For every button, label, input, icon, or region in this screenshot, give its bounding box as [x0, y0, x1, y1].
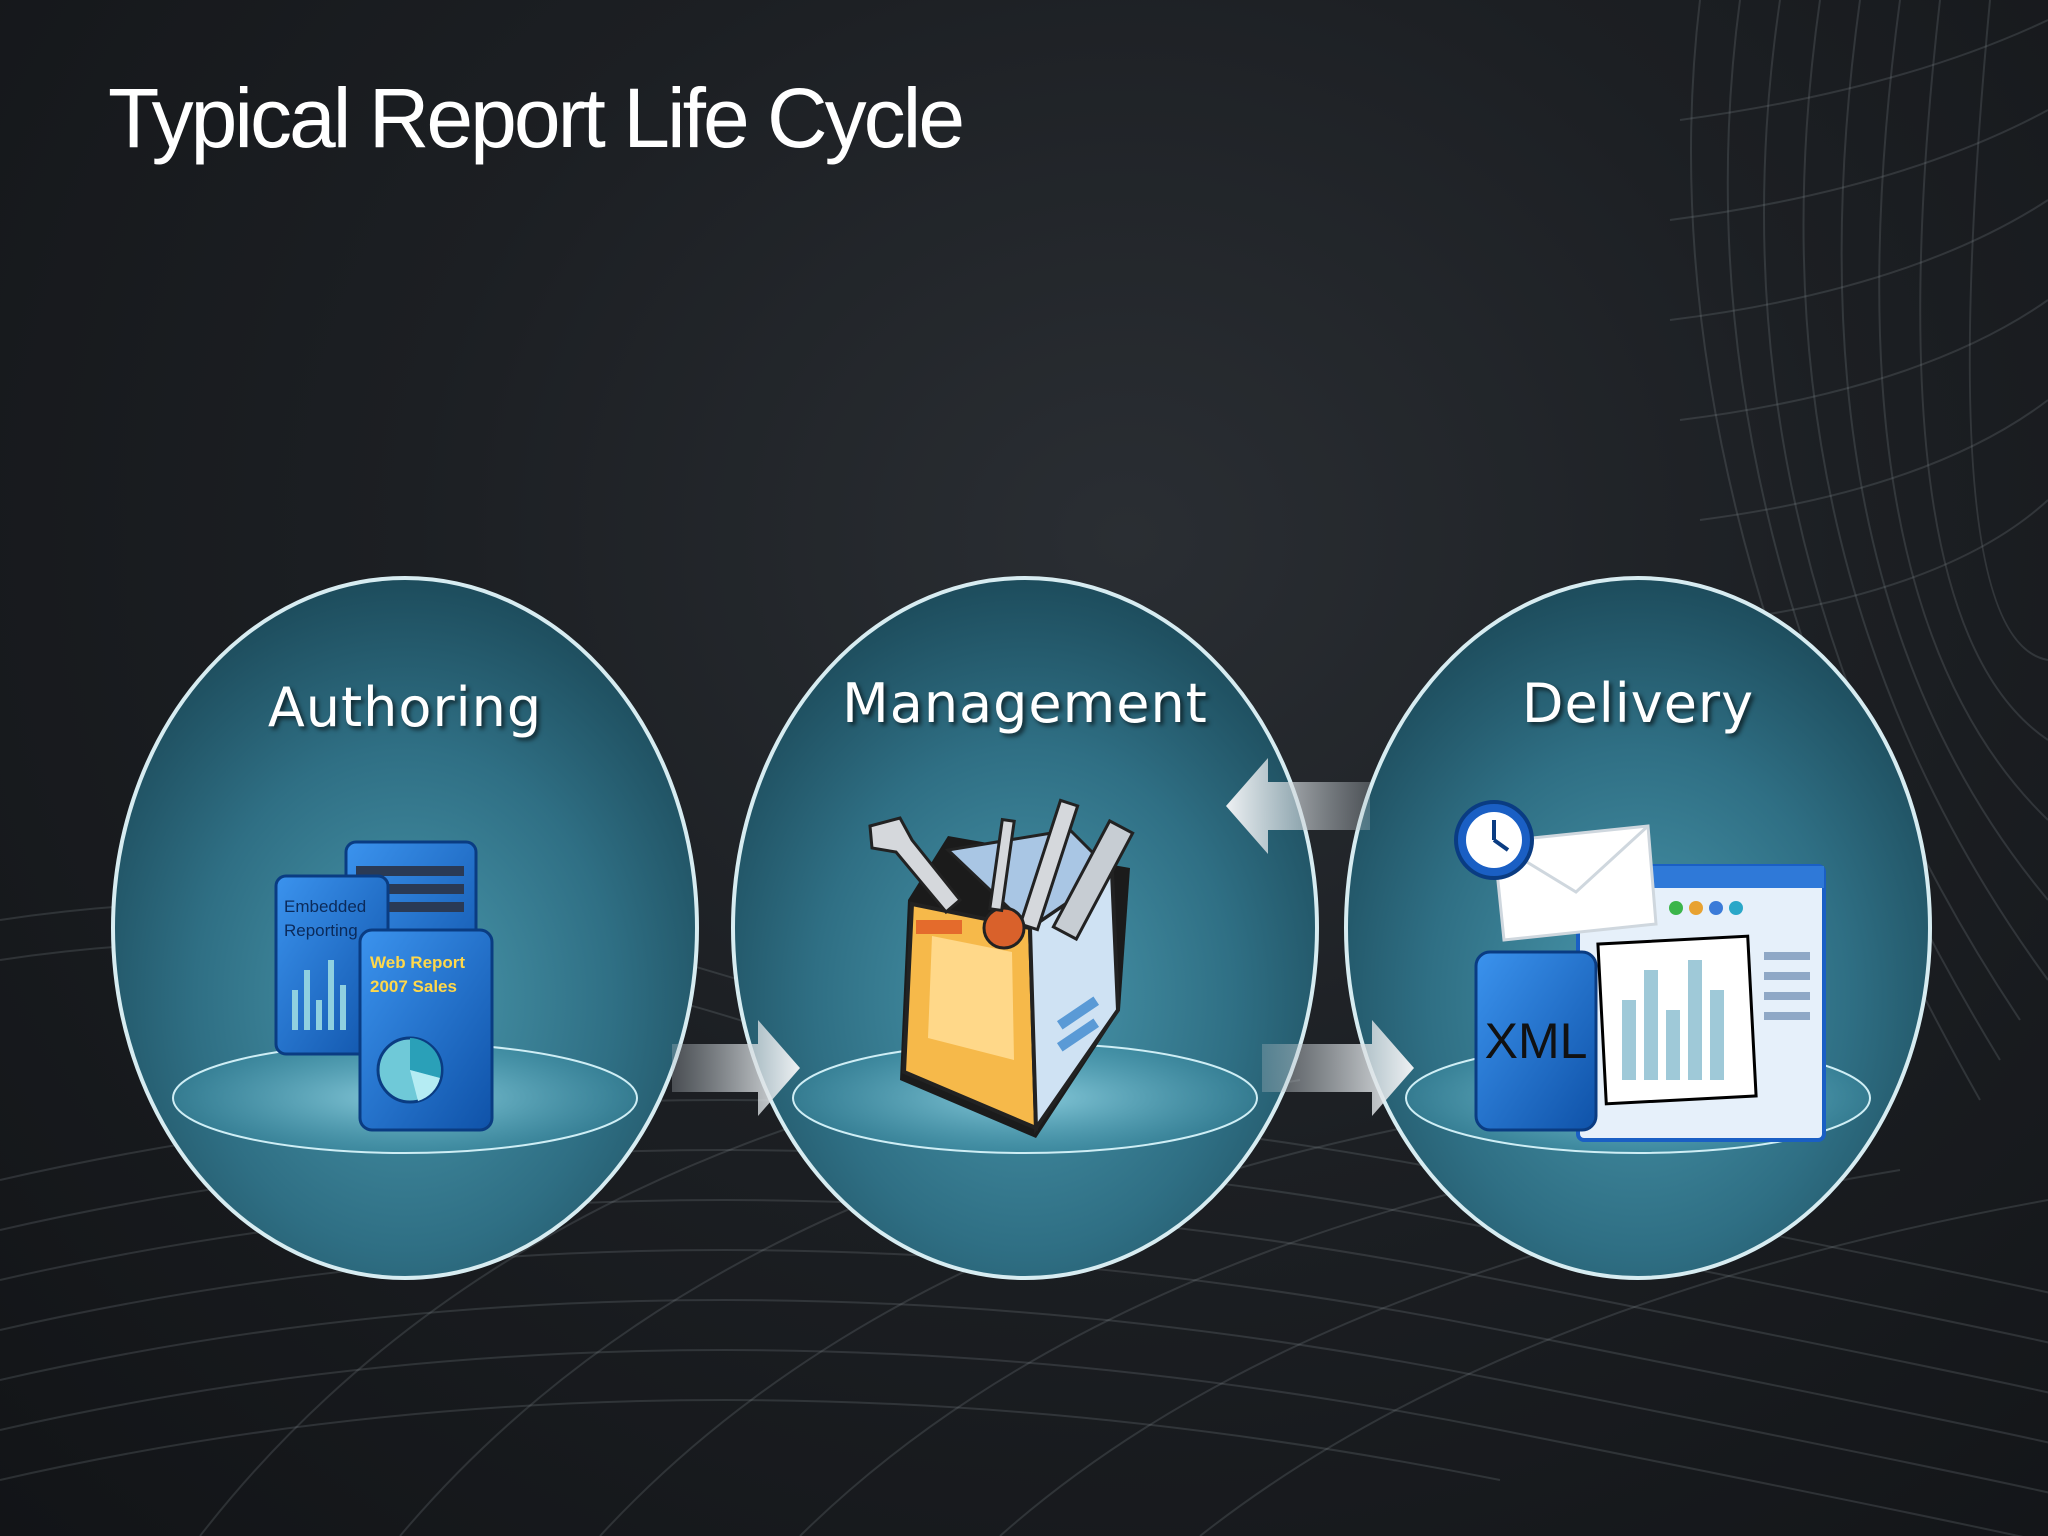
arrow-management-to-delivery: [1262, 1020, 1414, 1116]
stage-label-management: Management: [842, 672, 1208, 735]
arrow-delivery-to-management: [1226, 758, 1370, 854]
xml-text: XML: [1485, 1013, 1588, 1069]
doc-text-web-report: Web Report: [370, 953, 465, 972]
doc-text-embedded: Embedded: [284, 897, 366, 916]
report-documents-icon: Embedded Reporting Web Report 2007 Sales: [274, 840, 494, 1132]
stage-label-delivery: Delivery: [1521, 672, 1755, 735]
doc-text-2007-sales: 2007 Sales: [370, 977, 457, 996]
doc-text-reporting: Reporting: [284, 921, 358, 940]
xml-document-icon: [1474, 950, 1598, 1132]
stage-label-authoring: Authoring: [267, 676, 543, 739]
slide-title: Typical Report Life Cycle: [108, 71, 965, 165]
delivery-icon: XML: [1454, 800, 1826, 1142]
toolbox-icon: [868, 798, 1135, 1138]
arrow-authoring-to-management: [672, 1020, 800, 1116]
